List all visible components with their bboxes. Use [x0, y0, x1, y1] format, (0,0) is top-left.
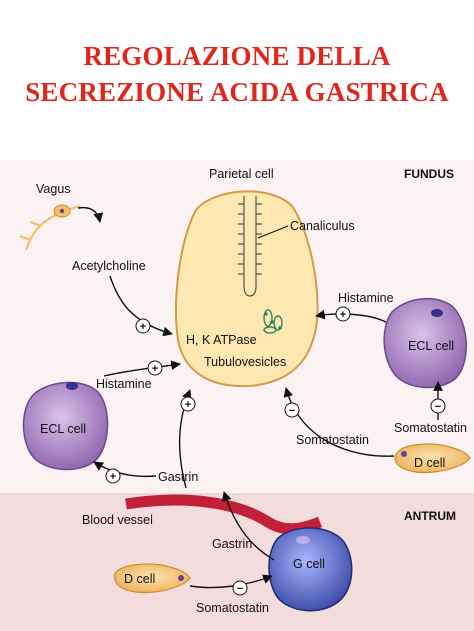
- somatostatin-bottom-arrow: [189, 574, 273, 589]
- tubulovesicles-icon: [263, 309, 283, 334]
- vagus-neuron-icon: [19, 204, 81, 251]
- histamine-right-plus-sign: [335, 306, 351, 322]
- somatostatin-right-minus-sign: [430, 398, 446, 414]
- somatostatin-mid-minus-sign: [284, 402, 300, 418]
- somatostatin-right-minus-text: −: [435, 401, 441, 413]
- ecl-cell-right-label: ECL cell: [408, 339, 454, 353]
- parietal-cell-label: Parietal cell: [209, 167, 274, 181]
- histamine-left-arrow: [103, 360, 181, 377]
- canaliculus-folds-icon: [238, 203, 262, 275]
- gastrin-ecl-plus-sign: [105, 468, 121, 484]
- d-cell-right: [394, 443, 471, 474]
- somatostatin-right-label: Somatostatin: [394, 421, 467, 435]
- gastrin-mid-label: Gastrin: [158, 470, 198, 484]
- d-cell-bottom-nucleus-icon: [178, 575, 184, 581]
- canaliculus-leader: [257, 225, 289, 239]
- ecl-cell-left-label: ECL cell: [40, 422, 86, 436]
- gastrin-to-ecl-arrow: [93, 461, 157, 478]
- title-line-1: REGOLAZIONE DELLA: [83, 41, 391, 71]
- somatostatin-bottom-minus-sign: [232, 580, 248, 596]
- vagus-arrow: [77, 206, 104, 223]
- d-cell-bottom: [113, 563, 191, 594]
- d-cell-bottom-label: D cell: [124, 572, 155, 586]
- somatostatin-bottom-minus-text: −: [237, 583, 243, 595]
- somatostatin-mid-label: Somatostatin: [296, 433, 369, 447]
- vagus-label: Vagus: [36, 182, 71, 196]
- gastrin-parietal-plus-sign: [180, 396, 196, 412]
- page-title: REGOLAZIONE DELLA SECREZIONE ACIDA GASTR…: [0, 38, 474, 110]
- histamine-left-label: Histamine: [96, 377, 152, 391]
- ecl-left-nucleus-icon: [66, 382, 78, 390]
- somatostatin-mid-minus-text: −: [289, 405, 295, 417]
- h-k-atpase-label: H, K ATPase: [186, 333, 257, 347]
- histamine-left-plus-sign: [147, 360, 163, 376]
- title-line-2: SECREZIONE ACIDA GASTRICA: [25, 77, 449, 107]
- histamine-left-plus-text: +: [152, 363, 158, 375]
- acetylcholine-plus-sign: [135, 318, 151, 334]
- g-cell-nucleus-icon: [296, 536, 310, 544]
- fundus-label: FUNDUS: [404, 167, 454, 181]
- g-cell-label: G cell: [293, 557, 325, 571]
- ecl-right-nucleus-icon: [431, 309, 443, 317]
- canaliculus-label: Canaliculus: [290, 219, 355, 233]
- gastrin-parietal-plus-text: +: [185, 399, 191, 411]
- gastrin-secretion-arrow: [221, 491, 275, 561]
- canaliculus-icon: [243, 196, 257, 297]
- ecl-cell-right: [383, 297, 467, 389]
- parietal-cell: [175, 190, 319, 388]
- histamine-right-plus-text: +: [340, 309, 346, 321]
- somatostatin-bottom-label: Somatostatin: [196, 601, 269, 615]
- tubulovesicles-label: Tubulovesicles: [204, 355, 286, 369]
- acetylcholine-label: Acetylcholine: [72, 259, 146, 273]
- gastrin-ecl-plus-text: +: [110, 471, 116, 483]
- acetylcholine-arrow: [109, 275, 173, 337]
- acetylcholine-plus-text: +: [140, 321, 146, 333]
- histamine-right-label: Histamine: [338, 291, 394, 305]
- histamine-right-arrow: [315, 309, 387, 323]
- gastrin-bottom-label: Gastrin: [212, 537, 252, 551]
- antrum-region: [0, 494, 474, 631]
- ecl-cell-left: [22, 381, 109, 471]
- d-cell-right-nucleus-icon: [401, 451, 407, 457]
- antrum-label: ANTRUM: [404, 509, 456, 523]
- d-cell-right-label: D cell: [414, 456, 445, 470]
- blood-vessel-label: Blood vessel: [82, 513, 153, 527]
